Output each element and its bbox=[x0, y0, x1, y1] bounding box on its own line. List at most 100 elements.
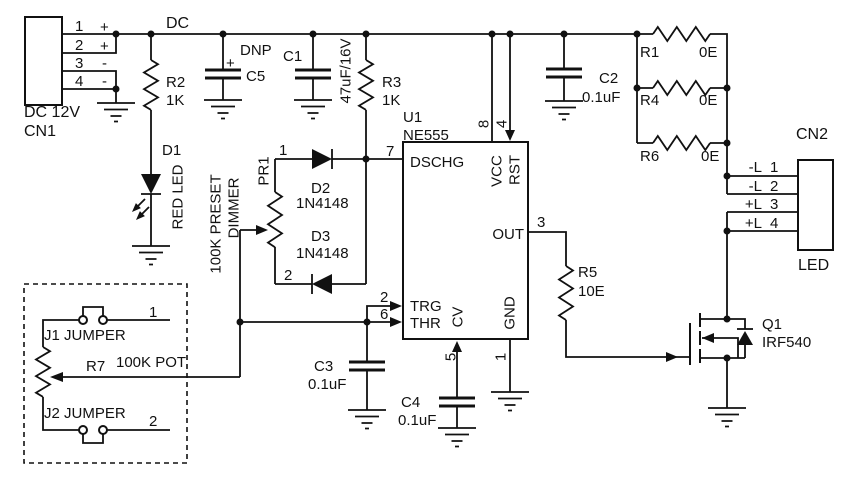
j1-pin-circle bbox=[78, 315, 88, 325]
pr1-ref: PR1 bbox=[256, 156, 273, 185]
cn1-value: DC 12V bbox=[24, 104, 80, 121]
d1-ref: D1 bbox=[162, 142, 181, 159]
r4-ref: R4 bbox=[640, 92, 659, 109]
led-cathode bbox=[141, 193, 161, 246]
led-diode-icon bbox=[141, 174, 161, 194]
c5-plus: + bbox=[226, 55, 235, 72]
r4-value: 0E bbox=[699, 92, 717, 109]
resistor-icon bbox=[142, 59, 160, 111]
r3-resistor bbox=[357, 59, 375, 159]
j2-pin-circle bbox=[78, 425, 88, 435]
u1-pin6-number: 6 bbox=[380, 306, 388, 323]
capacitor-icon bbox=[295, 68, 331, 80]
ground-icon bbox=[294, 99, 332, 120]
cn1-connector bbox=[24, 16, 135, 123]
cn2-pin1-net: -L bbox=[749, 159, 762, 176]
ground-icon bbox=[348, 409, 386, 430]
ground-icon bbox=[491, 391, 529, 412]
r1-value: 0E bbox=[699, 44, 717, 61]
u1-value: NE555 bbox=[403, 127, 449, 144]
c4-capacitor bbox=[438, 396, 476, 448]
r1-ref: R1 bbox=[640, 44, 659, 61]
j2-wires bbox=[42, 397, 170, 431]
j2-pin-circle bbox=[98, 425, 108, 435]
u1-pin8-number: 8 bbox=[476, 120, 493, 128]
capacitor-icon bbox=[546, 67, 582, 79]
cv-arrow-icon bbox=[452, 341, 462, 352]
cn2-pin2-number: 2 bbox=[770, 178, 778, 195]
r7-value: 100K POT bbox=[116, 354, 186, 371]
j1-pin-circle bbox=[98, 315, 108, 325]
j1-bridge bbox=[82, 306, 104, 316]
power-rail bbox=[62, 33, 728, 194]
cn2-body bbox=[797, 159, 834, 251]
cn2-pin3-net: +L bbox=[745, 196, 762, 213]
cn2-ref: CN2 bbox=[796, 126, 828, 143]
cn1-pin-wires bbox=[62, 34, 117, 103]
rail-taps bbox=[150, 34, 565, 142]
r7-ref: R7 bbox=[86, 358, 105, 375]
pr1-wiper-arrow-icon bbox=[256, 225, 268, 235]
trg-thr-wires bbox=[240, 305, 390, 323]
c4-ref: C4 bbox=[401, 394, 420, 411]
trg-thr-node bbox=[240, 301, 402, 430]
body-diode-leads bbox=[727, 318, 746, 358]
u1-pin-out: OUT bbox=[492, 226, 524, 243]
cn2-value: LED bbox=[798, 257, 829, 274]
jumper-option-box bbox=[23, 283, 240, 464]
pr1-wiper-wire bbox=[239, 229, 257, 377]
gate-arrow-icon bbox=[666, 352, 678, 362]
pr1-note-line2: DIMMER bbox=[226, 177, 243, 238]
c2-value: 0.1uF bbox=[582, 89, 620, 106]
q1-ref: Q1 bbox=[762, 316, 782, 333]
c5-capacitor bbox=[204, 68, 242, 120]
c1-capacitor bbox=[294, 68, 332, 120]
cn1-pin3-number: 3 bbox=[75, 55, 83, 72]
j1-pin1-number: 1 bbox=[149, 304, 157, 321]
d1-red-led bbox=[132, 174, 170, 266]
dashed-outline bbox=[23, 283, 188, 464]
cn2-pin4-net: +L bbox=[745, 215, 762, 232]
rst-arrow-icon bbox=[505, 130, 515, 141]
cn2-pin3-number: 3 bbox=[770, 196, 778, 213]
ground-icon bbox=[438, 427, 476, 448]
r6-resistor-icon bbox=[652, 134, 711, 152]
u1-pin-dschg: DSCHG bbox=[410, 154, 464, 171]
u1-pin1-number: 1 bbox=[493, 353, 510, 361]
r5-ref: R5 bbox=[578, 264, 597, 281]
u1-pin7-number: 7 bbox=[386, 143, 394, 160]
resistor-icon bbox=[357, 59, 375, 111]
r3-ref: R3 bbox=[382, 74, 401, 91]
cn2-pin1-number: 1 bbox=[770, 159, 778, 176]
ground-icon bbox=[545, 100, 583, 121]
j2-label: J2 JUMPER bbox=[44, 405, 126, 422]
u1-pin5-number: 5 bbox=[443, 353, 460, 361]
r3-value: 1K bbox=[382, 92, 400, 109]
d2-value: 1N4148 bbox=[296, 195, 349, 212]
cn1-pin2-number: 2 bbox=[75, 37, 83, 54]
gate-wire bbox=[565, 320, 690, 358]
c1-ref: C1 bbox=[283, 48, 302, 65]
r7-pot-icon bbox=[34, 346, 52, 398]
ground-icon bbox=[708, 407, 746, 428]
d2-ref: D2 bbox=[311, 180, 330, 197]
c1-value: 47uF/16V bbox=[338, 38, 355, 103]
c3-ref: C3 bbox=[314, 358, 333, 375]
r2-value: 1K bbox=[166, 92, 184, 109]
cn2-pin2-net: -L bbox=[749, 178, 762, 195]
d3-wires bbox=[275, 159, 367, 285]
pr1-resistor-icon bbox=[266, 191, 284, 248]
d3-ref: D3 bbox=[311, 228, 330, 245]
cn2-connector bbox=[726, 159, 834, 319]
cn1-pin1-plus: + bbox=[100, 19, 109, 36]
u1-pin3-number: 3 bbox=[537, 214, 545, 231]
u1-pin-thr: THR bbox=[410, 315, 441, 332]
cn1-body bbox=[24, 16, 63, 106]
c4-value: 0.1uF bbox=[398, 412, 436, 429]
ic-body bbox=[402, 141, 529, 340]
ground-icon bbox=[97, 102, 135, 123]
body-arrow-icon bbox=[702, 333, 714, 343]
capacitor-icon bbox=[439, 396, 475, 408]
